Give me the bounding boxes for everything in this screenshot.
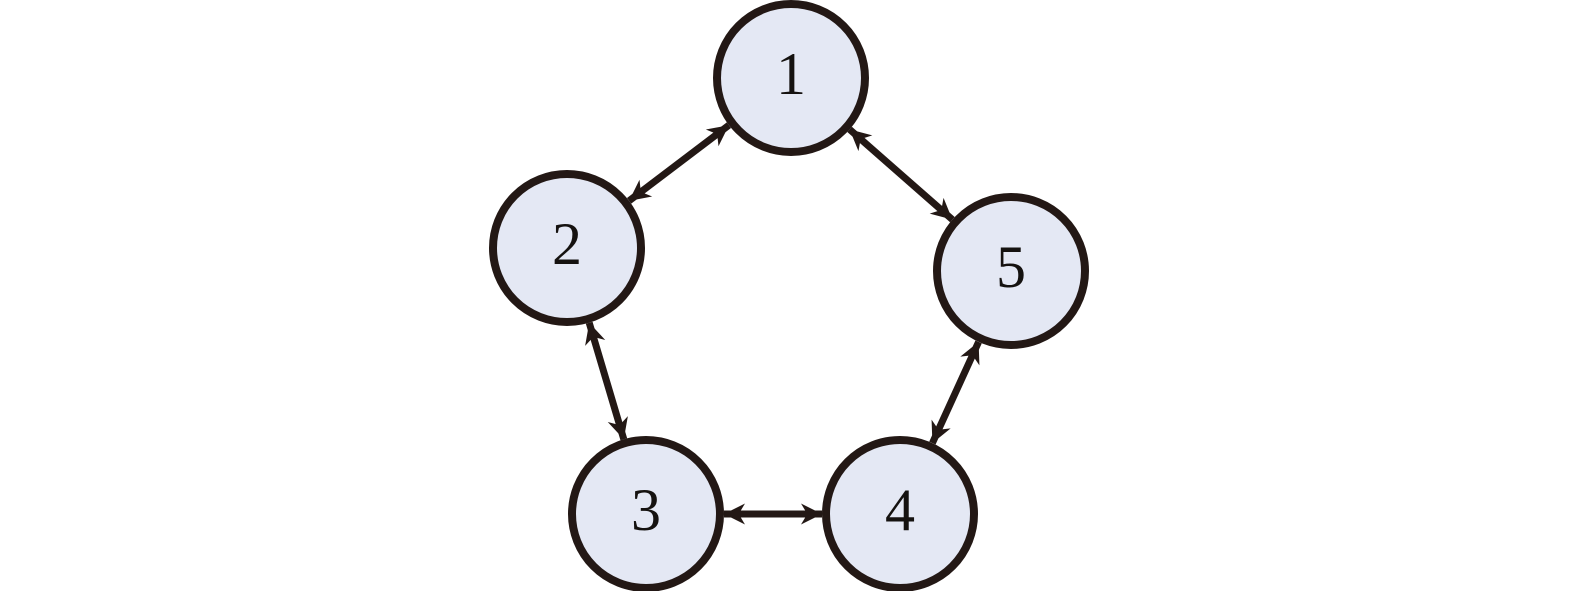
node-2: 2: [489, 170, 645, 326]
node-circle-4: [822, 436, 978, 591]
edge-1-2: [626, 122, 732, 204]
node-label-1: 1: [776, 41, 806, 107]
node-circle-3: [568, 436, 724, 591]
node-label-4: 4: [885, 477, 915, 543]
nodes-layer: 1 2 3 4 5: [489, 0, 1089, 591]
edge-4-5: [929, 340, 982, 445]
node-4: 4: [822, 436, 978, 591]
edge-5-1: [847, 126, 955, 223]
node-5: 5: [933, 193, 1089, 349]
edge-2-3: [585, 321, 628, 441]
node-1: 1: [713, 0, 869, 156]
node-3: 3: [568, 436, 724, 591]
node-label-5: 5: [996, 234, 1026, 300]
edges-layer: [585, 122, 982, 525]
node-label-3: 3: [631, 477, 661, 543]
node-label-2: 2: [552, 211, 582, 277]
node-circle-1: [713, 0, 869, 156]
node-circle-5: [933, 193, 1089, 349]
node-circle-2: [489, 170, 645, 326]
